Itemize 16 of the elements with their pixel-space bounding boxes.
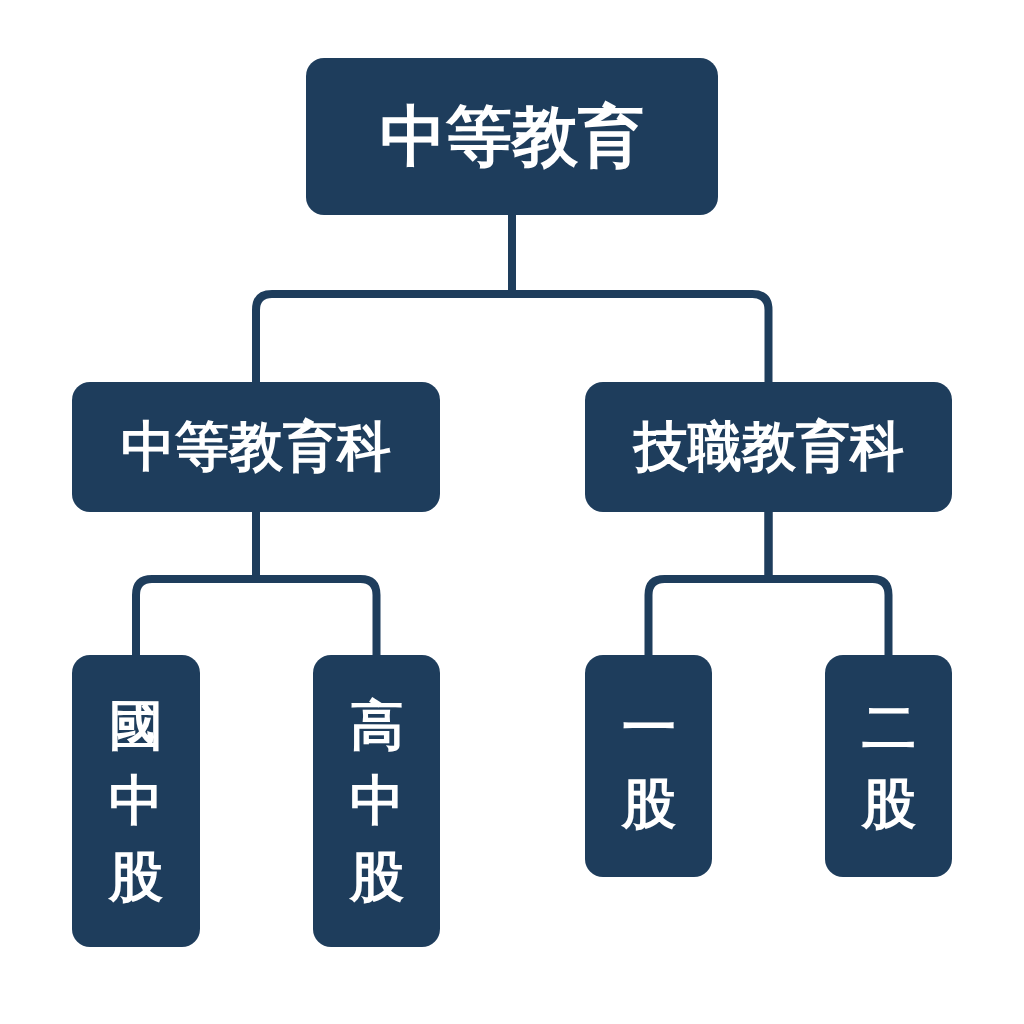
connector-line [508, 215, 773, 382]
org-box [72, 655, 200, 947]
box-label: 國中股 [107, 692, 164, 910]
box-label: 中等教育科 [121, 413, 391, 480]
org-box [72, 382, 440, 512]
connector-line [764, 512, 893, 655]
org-box [585, 655, 712, 877]
org-box [313, 655, 440, 947]
org-box [585, 382, 952, 512]
box-label: 技職教育科 [633, 413, 904, 480]
box-label: 高中股 [348, 692, 405, 910]
box-label: 中等教育 [380, 96, 644, 177]
org-box [825, 655, 952, 877]
box-label: 一股 [620, 695, 677, 837]
box-label: 二股 [860, 695, 917, 837]
org-box [306, 58, 718, 215]
